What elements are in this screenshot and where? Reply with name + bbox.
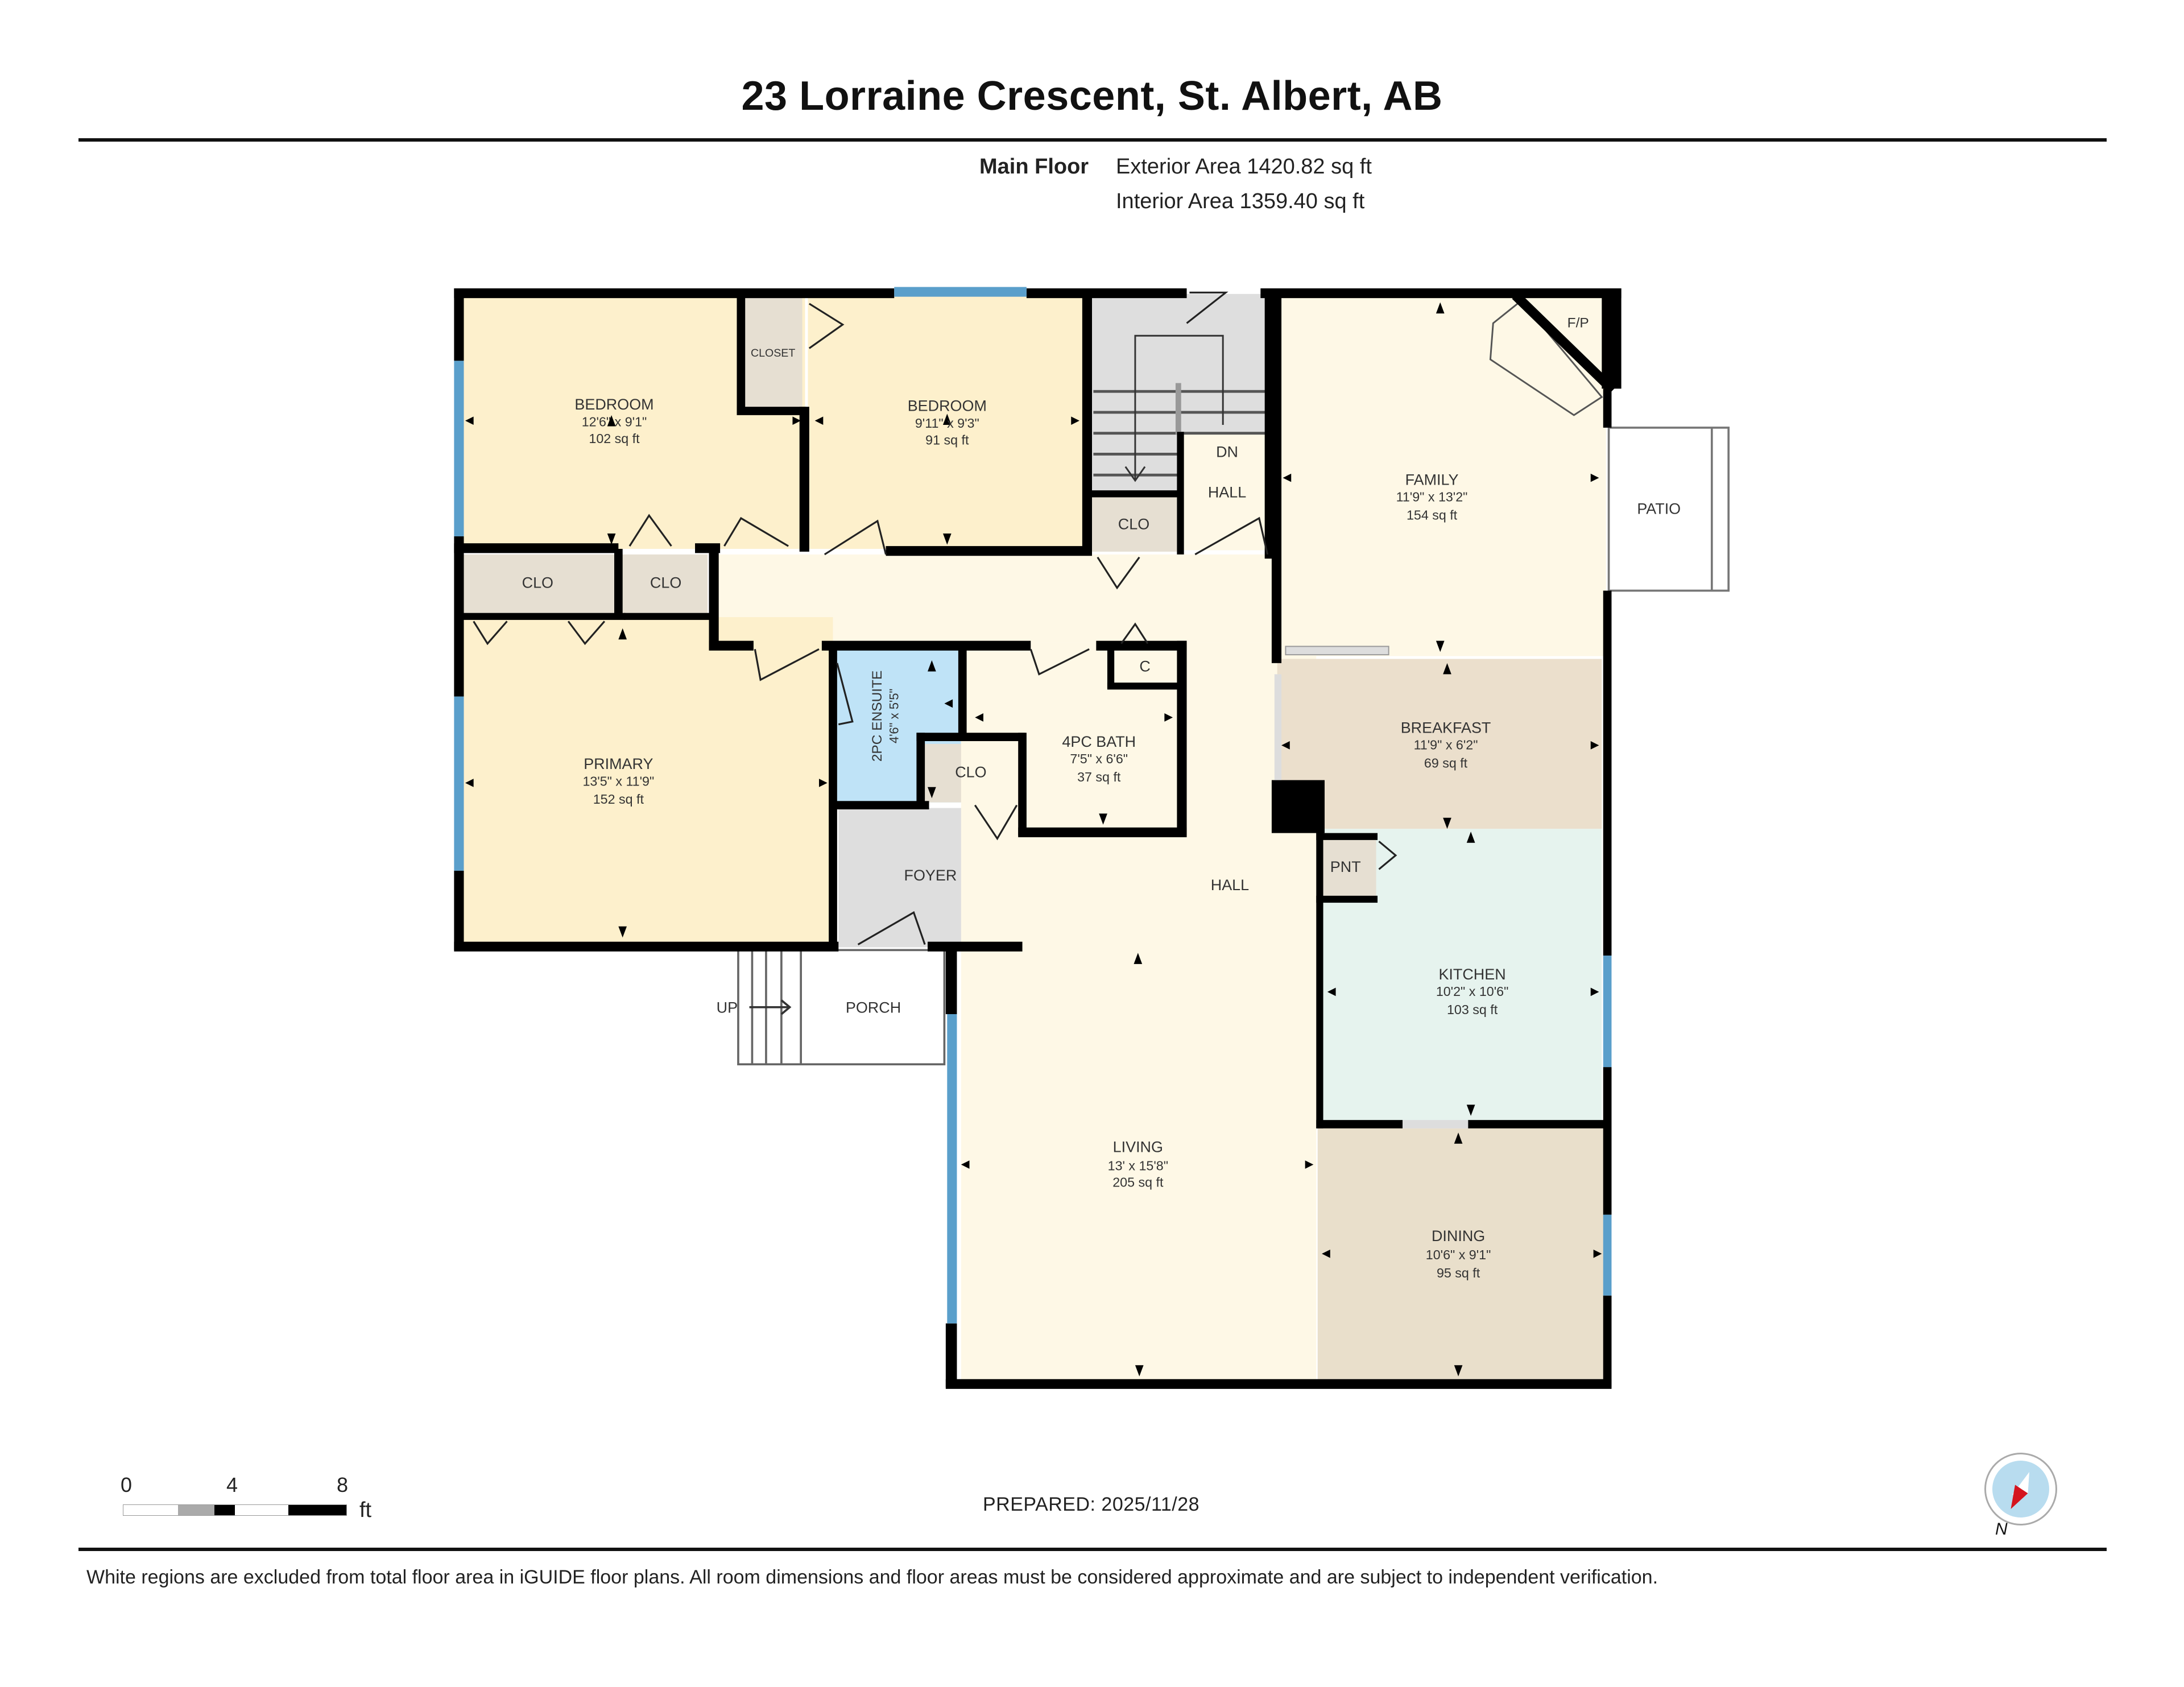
scale-tick-8: 8: [337, 1473, 349, 1496]
svg-text:BREAKFAST: BREAKFAST: [1401, 719, 1491, 736]
page-title: 23 Lorraine Crescent, St. Albert, AB: [741, 73, 1443, 119]
walls: [454, 288, 1622, 1389]
svg-text:11'9" x 6'2": 11'9" x 6'2": [1414, 738, 1478, 752]
dimension-markers: [465, 302, 1602, 1376]
floor-label: Main Floor: [979, 155, 1089, 179]
clo-left-fill: [464, 554, 614, 613]
svg-text:11'9" x 13'2": 11'9" x 13'2": [1396, 490, 1468, 505]
disclaimer-text: White regions are excluded from total fl…: [86, 1566, 1658, 1588]
windows: [454, 287, 1612, 1324]
svg-text:91 sq ft: 91 sq ft: [925, 432, 969, 447]
svg-text:PRIMARY: PRIMARY: [584, 755, 653, 772]
exterior-area: Exterior Area 1420.82 sq ft: [1116, 155, 1372, 179]
svg-text:102 sq ft: 102 sq ft: [589, 431, 640, 446]
upper-hall-fill: [1181, 432, 1272, 551]
svg-text:DN: DN: [1216, 443, 1238, 460]
dining-fill: [1317, 1128, 1605, 1379]
svg-text:F/P: F/P: [1567, 316, 1589, 331]
stair-treads: [1093, 334, 1271, 482]
clo-stair-fill: [1090, 495, 1177, 552]
scale-bar-segments: [123, 1504, 347, 1516]
svg-text:9'11" x 9'3": 9'11" x 9'3": [915, 416, 979, 431]
svg-text:HALL: HALL: [1211, 876, 1249, 894]
svg-text:CLO: CLO: [522, 574, 553, 592]
svg-text:13'5" x 11'9": 13'5" x 11'9": [582, 774, 654, 788]
interior-area: Interior Area 1359.40 sq ft: [1116, 189, 1365, 213]
svg-text:13' x 15'8": 13' x 15'8": [1108, 1158, 1168, 1173]
svg-text:12'6" x 9'1": 12'6" x 9'1": [582, 414, 647, 429]
scale-unit: ft: [359, 1498, 372, 1522]
main-hall-fill: [961, 642, 1317, 1381]
svg-text:CLO: CLO: [955, 764, 986, 781]
header-divider: [78, 138, 2107, 142]
primary-fill: [460, 617, 833, 942]
svg-text:FAMILY: FAMILY: [1405, 471, 1459, 488]
svg-text:69 sq ft: 69 sq ft: [1424, 756, 1468, 771]
svg-text:HALL: HALL: [1208, 483, 1246, 501]
svg-text:205 sq ft: 205 sq ft: [1112, 1175, 1164, 1190]
breakfast-fill: [1277, 659, 1602, 829]
svg-text:KITCHEN: KITCHEN: [1438, 966, 1505, 983]
svg-text:PNT: PNT: [1330, 858, 1361, 875]
svg-text:FOYER: FOYER: [904, 867, 957, 884]
svg-text:37 sq ft: 37 sq ft: [1077, 770, 1121, 784]
closet-fill: [742, 296, 803, 410]
svg-text:4'6" x 5'5": 4'6" x 5'5": [887, 689, 901, 743]
svg-text:PORCH: PORCH: [846, 999, 901, 1016]
svg-text:DINING: DINING: [1432, 1227, 1485, 1244]
svg-text:CLO: CLO: [1118, 516, 1149, 533]
svg-text:N: N: [1995, 1520, 2008, 1539]
svg-text:152 sq ft: 152 sq ft: [593, 792, 644, 807]
svg-text:7'5" x 6'6": 7'5" x 6'6": [1070, 751, 1128, 766]
svg-text:154 sq ft: 154 sq ft: [1407, 508, 1458, 523]
svg-text:2PC ENSUITE: 2PC ENSUITE: [870, 671, 885, 762]
svg-text:BEDROOM: BEDROOM: [574, 396, 653, 413]
svg-text:BEDROOM: BEDROOM: [908, 398, 987, 415]
door-swings: [473, 291, 1397, 945]
prepared-date: PREPARED: 2025/11/28: [983, 1494, 1200, 1515]
svg-text:LIVING: LIVING: [1113, 1139, 1163, 1156]
scale-tick-4: 4: [226, 1473, 238, 1496]
room-labels: BEDROOM 12'6" x 9'1" 102 sq ft BEDROOM 9…: [522, 316, 1681, 1280]
svg-text:10'2" x 10'6": 10'2" x 10'6": [1436, 984, 1509, 999]
footer-divider: [78, 1548, 2107, 1551]
patio-outline: [1607, 427, 1730, 592]
svg-text:CLO: CLO: [650, 574, 681, 592]
svg-text:103 sq ft: 103 sq ft: [1447, 1002, 1498, 1017]
svg-text:PATIO: PATIO: [1637, 501, 1681, 518]
svg-text:4PC BATH: 4PC BATH: [1062, 733, 1136, 750]
svg-text:C: C: [1139, 658, 1150, 675]
scale-tick-0: 0: [121, 1473, 133, 1496]
svg-text:UP: UP: [717, 999, 738, 1016]
compass-icon: N: [1984, 1453, 2057, 1539]
svg-text:CLOSET: CLOSET: [751, 347, 795, 359]
pantry-fill: [1323, 836, 1376, 899]
svg-text:95 sq ft: 95 sq ft: [1437, 1266, 1480, 1280]
clo-mid-fill: [621, 554, 708, 613]
svg-text:10'6" x 9'1": 10'6" x 9'1": [1426, 1247, 1491, 1262]
fireplace-hearth: [1489, 299, 1603, 416]
